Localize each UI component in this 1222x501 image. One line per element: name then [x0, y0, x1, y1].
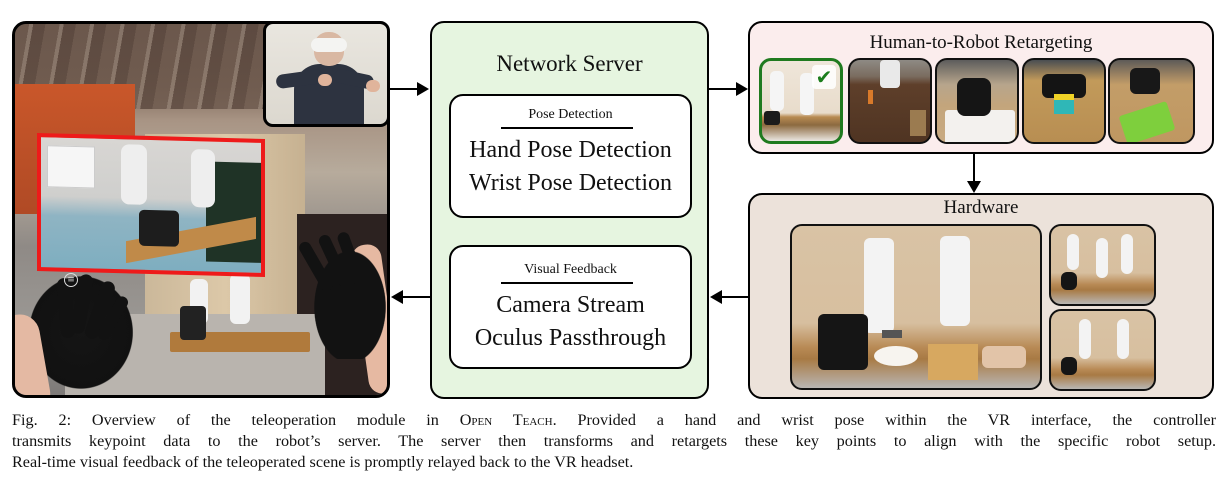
right-gloved-hand	[297, 229, 387, 359]
oculus-passthrough-label: Oculus Passthrough	[474, 325, 667, 351]
robot-hand	[957, 78, 991, 116]
heading-underline	[501, 127, 633, 129]
hand-keypoint-plot	[47, 145, 95, 189]
hardware-side-photo-2	[1049, 309, 1156, 391]
operator-hand	[318, 74, 332, 86]
network-server-box: Network Server Pose Detection Hand Pose …	[430, 21, 709, 399]
robot-arm	[800, 73, 814, 115]
gripper	[882, 330, 902, 338]
retarget-thumb-cube[interactable]	[1022, 58, 1106, 144]
robot-arm	[1121, 234, 1133, 274]
hardware-side-photo-1	[1049, 224, 1156, 306]
robot-arm-right	[230, 274, 250, 324]
retarget-thumb-simulation[interactable]	[848, 58, 932, 144]
robot-arm	[770, 71, 784, 111]
wrist-pose-detection-label: Wrist Pose Detection	[469, 170, 672, 196]
arrow-left-icon	[391, 290, 403, 304]
caption-line-2: transmits keypoint data to the robot’s s…	[12, 432, 1216, 450]
plate	[874, 346, 918, 366]
arrow-left-icon	[710, 290, 722, 304]
left-gloved-hand	[15, 273, 135, 395]
menu-icon[interactable]: ≡	[64, 273, 78, 287]
arrow-hardware-to-server-line	[721, 296, 748, 298]
bottle	[868, 90, 873, 104]
retarget-thumb-bimanual[interactable]: ✔	[759, 58, 843, 144]
robot-arm	[191, 149, 215, 208]
robot-arm	[1079, 319, 1091, 359]
robot-arm-left	[864, 238, 894, 333]
vr-headset-icon	[311, 38, 347, 52]
hardware-box: Hardware	[748, 193, 1214, 399]
robot-arm-right	[940, 236, 970, 326]
toaster	[764, 111, 780, 125]
cutting-board	[928, 344, 978, 380]
network-server-title: Network Server	[496, 51, 643, 76]
figure-label: Fig. 2:	[12, 411, 72, 429]
toaster	[180, 306, 206, 340]
bread-tray	[982, 346, 1026, 368]
robot-arm	[1096, 238, 1108, 278]
arrow-right-icon	[417, 82, 429, 96]
arrow-right-icon	[736, 82, 748, 96]
arrow-down-icon	[967, 181, 981, 193]
robot-hand	[1130, 68, 1160, 94]
operator-photo	[263, 21, 390, 127]
toaster	[139, 209, 179, 247]
arrow-retargeting-to-hardware-line	[973, 154, 975, 182]
pose-detection-heading: Pose Detection	[528, 107, 613, 122]
visual-feedback-card: Visual Feedback Camera Stream Oculus Pas…	[449, 245, 692, 369]
toaster	[818, 314, 868, 370]
robot-arm	[880, 60, 900, 88]
colored-cube	[1054, 94, 1074, 114]
green-basket	[1118, 101, 1176, 142]
hand-pose-detection-label: Hand Pose Detection	[469, 137, 672, 163]
arrow-vr-to-server-line	[390, 88, 418, 90]
retargeting-box: Human-to-Robot Retargeting ✔	[748, 21, 1214, 154]
arrow-server-to-vr-line	[402, 296, 430, 298]
hardware-title: Hardware	[943, 197, 1019, 218]
camera-stream-label: Camera Stream	[496, 292, 645, 318]
heading-underline	[501, 282, 633, 284]
hardware-main-photo	[790, 224, 1042, 390]
arrow-server-to-retargeting-line	[709, 88, 737, 90]
robot-arm	[1067, 234, 1079, 270]
pose-detection-card: Pose Detection Hand Pose Detection Wrist…	[449, 94, 692, 218]
retarget-thumb-basket[interactable]	[1108, 58, 1195, 144]
caption-line-1: Fig. 2: Overview of the teleoperation mo…	[12, 411, 1216, 429]
crate	[910, 110, 926, 136]
robot-arm	[121, 144, 147, 205]
robot-arm	[1117, 319, 1129, 359]
checkmark-icon: ✔	[812, 65, 836, 89]
retarget-thumb-ironing[interactable]	[935, 58, 1019, 144]
toaster	[1061, 357, 1077, 375]
toaster	[1061, 272, 1077, 290]
visual-feedback-heading: Visual Feedback	[524, 262, 617, 277]
retargeting-title: Human-to-Robot Retargeting	[869, 32, 1093, 53]
operator-hand	[366, 80, 380, 92]
camera-stream-window	[37, 133, 265, 277]
system-name: Open Teach	[459, 411, 553, 429]
caption-line-3: Real-time visual feedback of the teleope…	[12, 453, 634, 471]
figure-caption: Fig. 2: Overview of the teleoperation mo…	[12, 410, 1216, 473]
